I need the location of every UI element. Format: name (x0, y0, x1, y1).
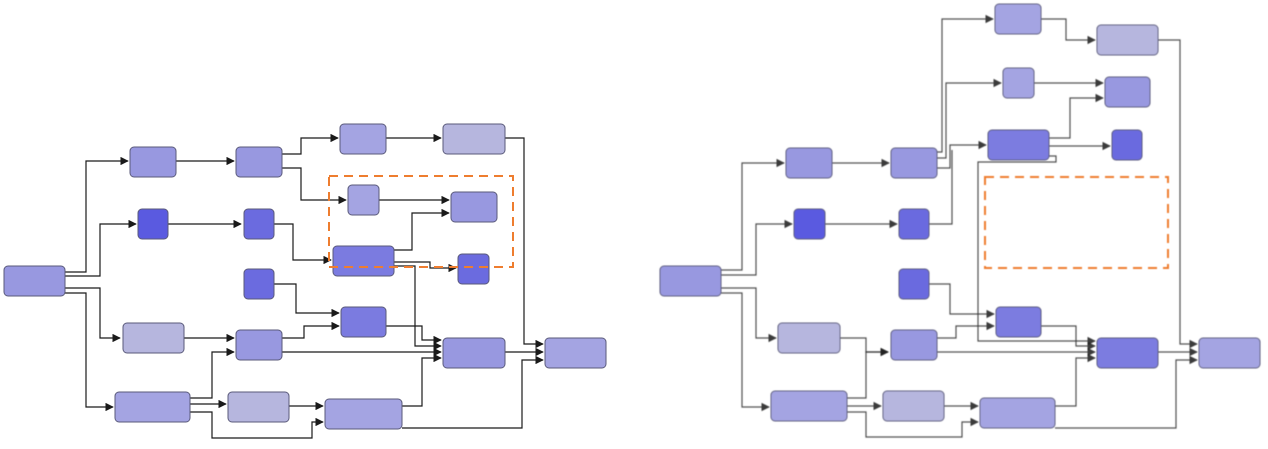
node[interactable] (442, 337, 506, 369)
edge (386, 325, 442, 345)
edge (1041, 325, 1096, 351)
node[interactable] (979, 397, 1056, 429)
highlight-region (328, 175, 514, 268)
diagram-right (659, 3, 1261, 438)
edge (65, 287, 121, 343)
node[interactable] (339, 123, 387, 155)
edge (977, 155, 1096, 346)
node[interactable] (227, 391, 290, 423)
node[interactable] (785, 147, 833, 179)
highlight-region (984, 176, 1169, 269)
edge (721, 292, 770, 412)
node[interactable] (324, 398, 403, 430)
node[interactable] (332, 245, 395, 277)
node[interactable] (347, 184, 380, 216)
edge (505, 137, 544, 349)
node[interactable] (890, 329, 938, 361)
node[interactable] (1096, 24, 1159, 56)
edge (1041, 18, 1096, 45)
node[interactable] (129, 146, 177, 178)
edge (1049, 93, 1104, 139)
edge (929, 150, 953, 225)
node[interactable] (898, 208, 930, 240)
node[interactable] (122, 322, 185, 354)
edge (394, 208, 450, 251)
node[interactable] (442, 123, 506, 155)
edges-right (721, 14, 1198, 438)
node[interactable] (1111, 129, 1143, 161)
node[interactable] (114, 391, 191, 423)
edge (840, 337, 889, 357)
node[interactable] (987, 129, 1050, 161)
edge (402, 353, 442, 407)
node-sink[interactable] (1198, 337, 1261, 369)
edge (929, 283, 995, 319)
edge (1055, 355, 1198, 429)
edge (937, 14, 994, 153)
edges-left (65, 133, 544, 439)
node[interactable] (1002, 67, 1035, 99)
node[interactable] (994, 3, 1042, 35)
node[interactable] (457, 253, 490, 285)
node[interactable] (340, 306, 387, 338)
node[interactable] (1104, 76, 1151, 108)
edge (847, 347, 889, 399)
edge (190, 411, 324, 439)
node[interactable] (243, 268, 275, 300)
node[interactable] (793, 208, 826, 240)
edge (1158, 39, 1198, 349)
edge (937, 78, 1002, 159)
edge (1055, 353, 1096, 407)
edge (274, 223, 332, 265)
edge (937, 140, 987, 169)
edge (721, 287, 777, 343)
node-root[interactable] (659, 265, 722, 297)
edge (937, 321, 995, 339)
node[interactable] (882, 390, 945, 422)
node-sink[interactable] (544, 337, 607, 369)
edge (847, 411, 979, 438)
edge (402, 355, 544, 429)
node[interactable] (235, 146, 283, 178)
node[interactable] (450, 191, 498, 223)
node[interactable] (995, 306, 1042, 338)
diagram-left (3, 123, 607, 439)
node[interactable] (235, 329, 283, 361)
nodes-left (3, 123, 607, 430)
node[interactable] (890, 147, 938, 179)
edge (274, 283, 340, 318)
edge (721, 219, 793, 276)
edge (65, 156, 129, 273)
nodes-right (659, 3, 1261, 429)
node[interactable] (898, 268, 930, 300)
edge (282, 167, 347, 205)
node[interactable] (243, 208, 275, 240)
edge (282, 133, 339, 155)
node[interactable] (770, 390, 848, 422)
node-root[interactable] (3, 265, 66, 297)
node[interactable] (137, 208, 169, 240)
edge (190, 347, 235, 399)
node[interactable] (1096, 337, 1159, 369)
edge (282, 321, 340, 339)
edge (721, 158, 785, 271)
edge (394, 265, 442, 351)
edge (65, 292, 114, 412)
node[interactable] (777, 322, 841, 354)
edge (65, 219, 137, 277)
